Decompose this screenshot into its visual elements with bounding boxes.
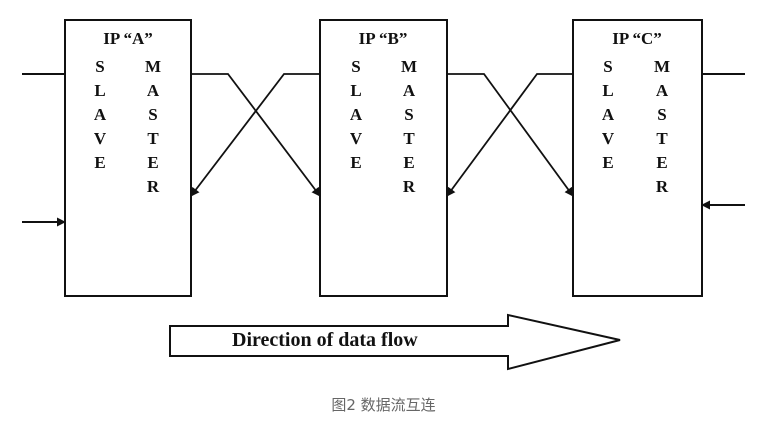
ip-block-b-frame: [319, 19, 448, 297]
figure-caption: 图2 数据流互连: [331, 396, 436, 414]
direction-arrow: Direction of data flow: [169, 313, 621, 371]
direction-arrow-shape: [169, 313, 621, 371]
ip-block-b-title: IP “B”: [359, 29, 408, 48]
direction-arrow-label: Direction of data flow: [232, 329, 418, 351]
ip-block-c-frame: [572, 19, 703, 297]
link-c-slave-to-b-master: [446, 73, 573, 197]
link-b-slave-to-a-master: [190, 73, 320, 197]
ip-block-a-title: IP “A”: [103, 29, 153, 48]
ip-block-a-frame: [64, 19, 192, 297]
ip-block-c-title: IP “C”: [612, 29, 662, 48]
link-a-master-to-b-slave: [191, 73, 321, 197]
link-b-master-to-c-slave: [447, 73, 574, 197]
